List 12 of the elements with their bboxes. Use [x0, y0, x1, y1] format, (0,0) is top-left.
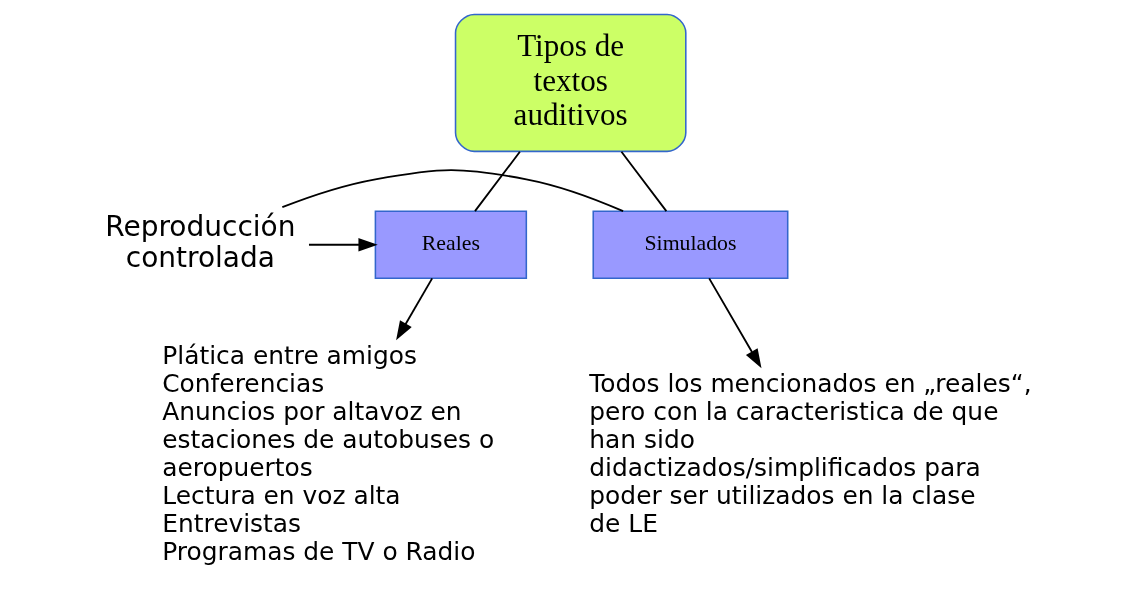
node-text: Reproducción controlada [105, 210, 296, 275]
arrow [396, 277, 434, 341]
node-text: Plática entre amigos Conferencias Anuncios por altavoz en estaciones de autobuses o aeropuertos Lectura en voz alta Entrevistas Programas de TV o Radio [162, 341, 495, 567]
connector [620, 150, 668, 213]
connector [281, 169, 625, 213]
connector [474, 150, 521, 213]
node-box: Tipos de textos auditivos [454, 13, 687, 153]
node-text: Todos los mencionados en „reales“, pero con la caracteristica de que han sido didactizados/simplificados para poder ser utilizados en la clase de LE [589, 369, 1032, 539]
arrow [308, 237, 378, 252]
arrow [708, 277, 762, 369]
node-box: Reales [374, 210, 528, 279]
node-box: Simulados [592, 210, 789, 279]
